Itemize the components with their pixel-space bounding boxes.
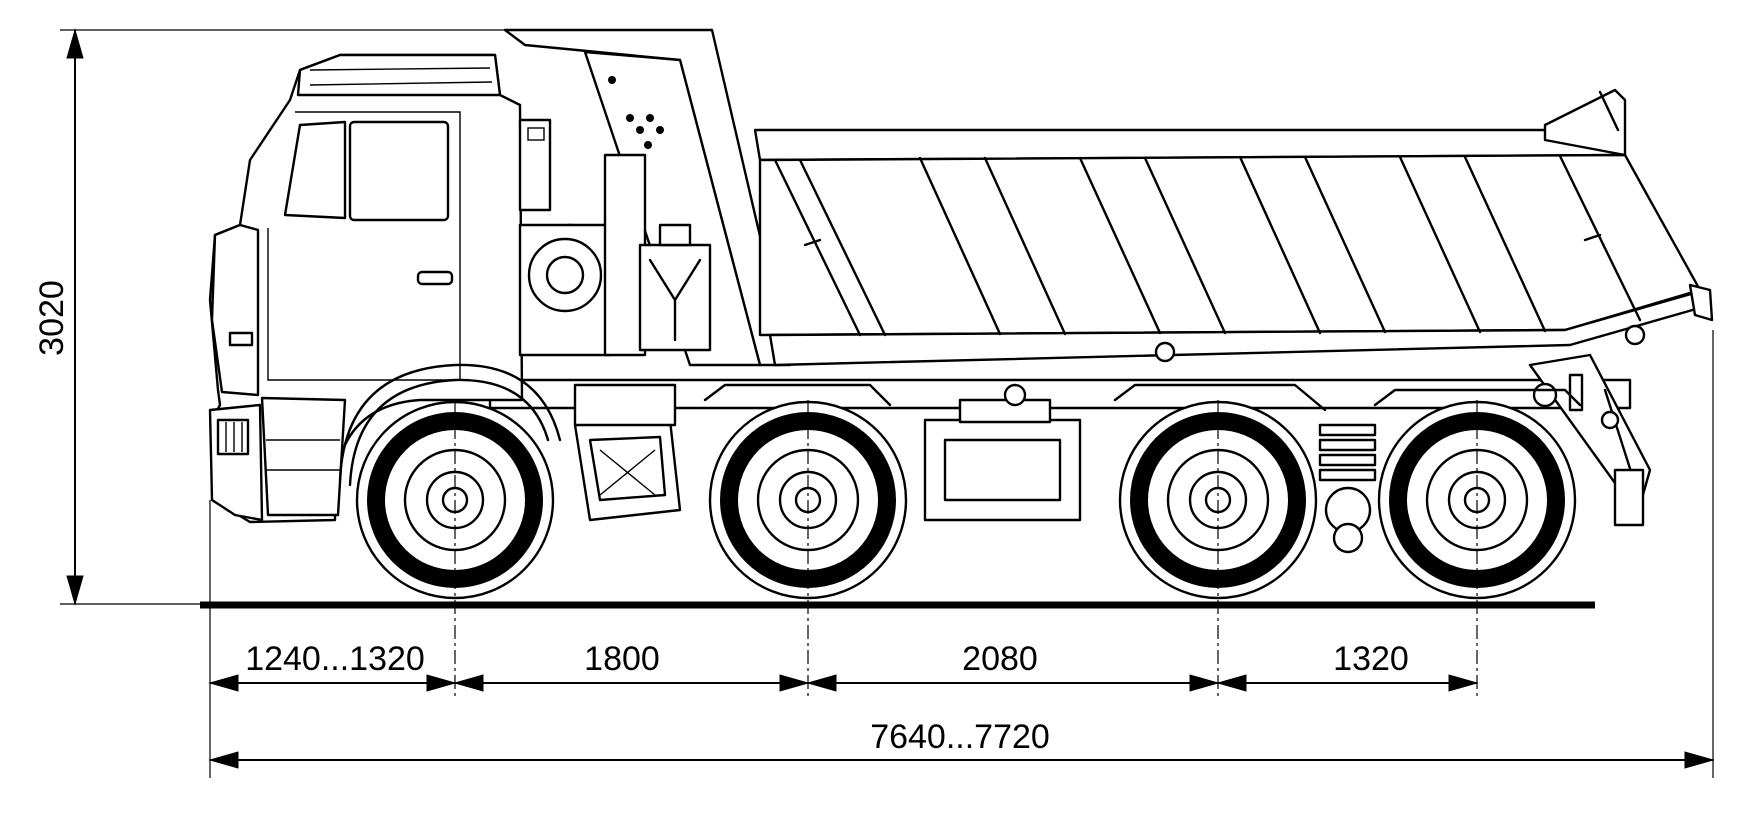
cab xyxy=(208,53,562,524)
height-label: 3020 xyxy=(33,280,71,356)
wheelbase-2-label: 2080 xyxy=(962,640,1038,678)
engine-and-tanks xyxy=(518,153,1377,554)
dimension-lines xyxy=(60,28,1715,778)
dump-body xyxy=(503,28,1714,367)
wheelbase-3-label: 1320 xyxy=(1333,640,1409,678)
front-overhang-label: 1240...1320 xyxy=(245,640,425,678)
overall-length-label: 7640...7720 xyxy=(870,718,1050,756)
wheelbase-1-label: 1800 xyxy=(584,640,660,678)
